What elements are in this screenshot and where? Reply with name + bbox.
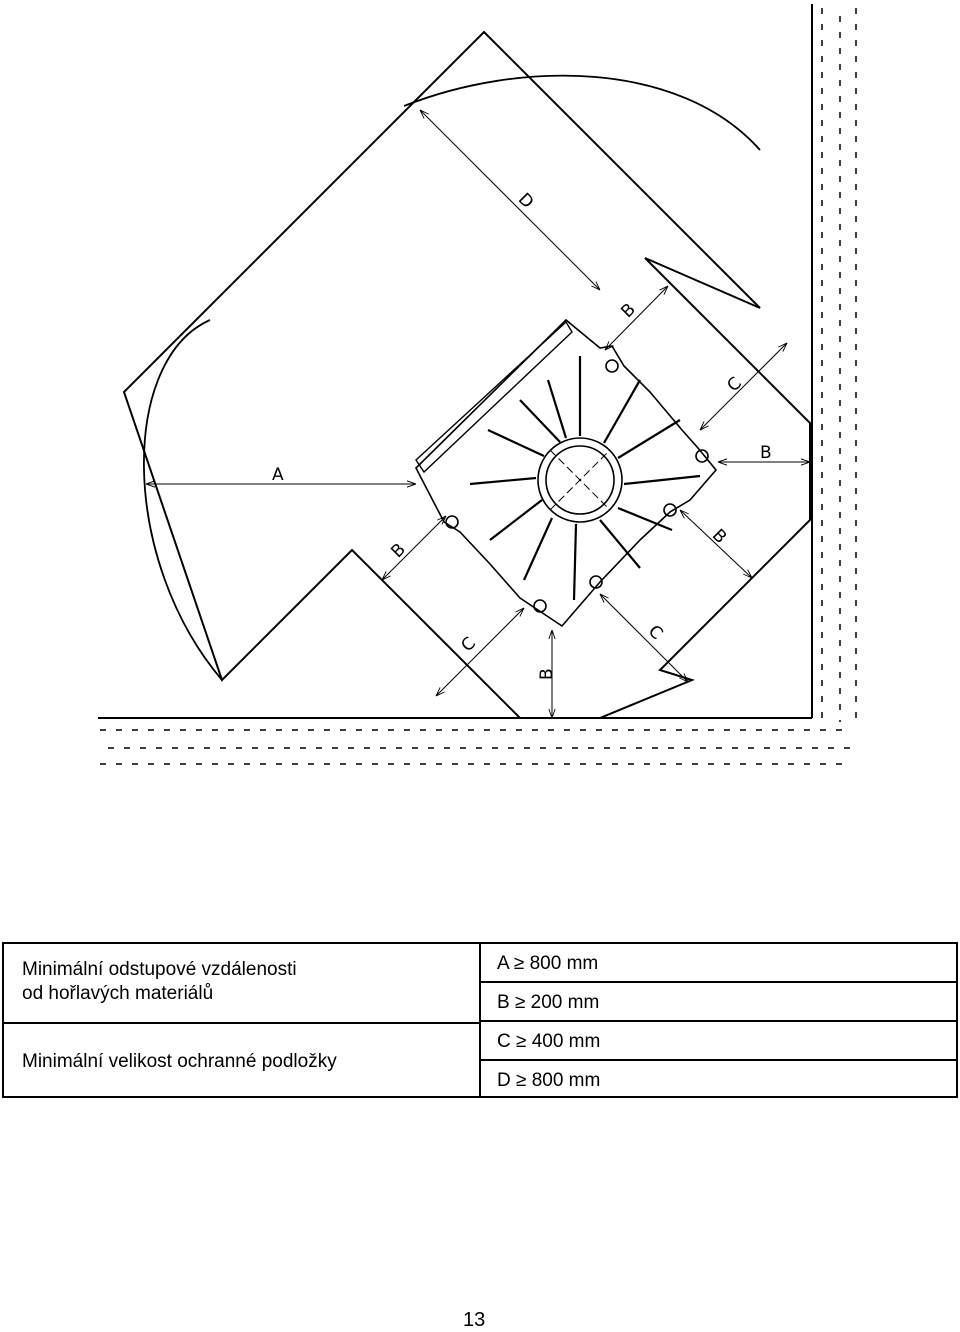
value-b: B ≥ 200 mm [497,992,600,1013]
dimension-labels: D B C B B A B C B C [272,189,772,680]
clearance-arc [143,74,761,681]
table-subtitle: Minimální velikost ochranné podložky [22,1051,337,1072]
flue-outer [537,437,623,523]
dimension-b-right-diag [680,510,752,578]
stove-door [415,320,573,474]
table-title-line1: Minimální odstupové vzdálenosti [22,959,297,980]
table-title: Minimální odstupové vzdálenosti od hořla… [22,958,297,1006]
table-row-d: D ≥ 800 mm [481,1061,956,1100]
bolt [695,449,709,463]
protective-plate-outline [122,30,811,719]
value-a: A ≥ 800 mm [497,953,599,974]
flue-inner [545,445,615,515]
page-number: 13 [463,1309,486,1331]
bolt [589,575,603,589]
table-title-line2: od hořlavých materiálů [22,983,214,1004]
label-b: B [708,525,730,547]
stove-top-view [415,318,718,628]
dimension-b-left [382,516,446,580]
dimension-c-bottom [600,594,688,682]
dimension-b-top [605,286,668,350]
table-row-a: A ≥ 800 mm [481,944,956,983]
clearance-diagram: D B C B B A B C B C [98,4,857,765]
label-c: C [457,633,480,656]
table-title-cell: Minimální odstupové vzdálenosti od hořla… [4,944,479,1024]
floor-wall-hatch [100,729,852,765]
label-c: C [723,373,746,396]
label-b: B [537,668,557,680]
bolt [533,599,547,613]
table-row-b: B ≥ 200 mm [481,983,956,1022]
label-d: D [514,189,537,212]
right-wall-hatch [821,8,857,722]
bolt [605,359,619,373]
label-a: A [272,465,284,485]
dimension-c-left [436,608,524,696]
heat-fins [469,356,701,601]
bolt [663,503,677,517]
value-c: C ≥ 400 mm [497,1031,601,1052]
walls [98,4,857,765]
clearance-table: Minimální odstupové vzdálenosti od hořla… [2,942,958,1098]
dimension-d [420,110,600,290]
stove-outline [415,318,718,628]
dimension-lines [146,110,810,718]
table-right-column: A ≥ 800 mm B ≥ 200 mm C ≥ 400 mm D ≥ 800… [481,944,956,1096]
table-left-column: Minimální odstupové vzdálenosti od hořla… [4,944,481,1096]
dimension-c-top [700,343,787,430]
label-b: B [387,540,409,562]
value-d: D ≥ 800 mm [497,1070,601,1091]
label-c: C [644,621,667,644]
label-b: B [760,443,772,463]
table-row-c: C ≥ 400 mm [481,1022,956,1061]
